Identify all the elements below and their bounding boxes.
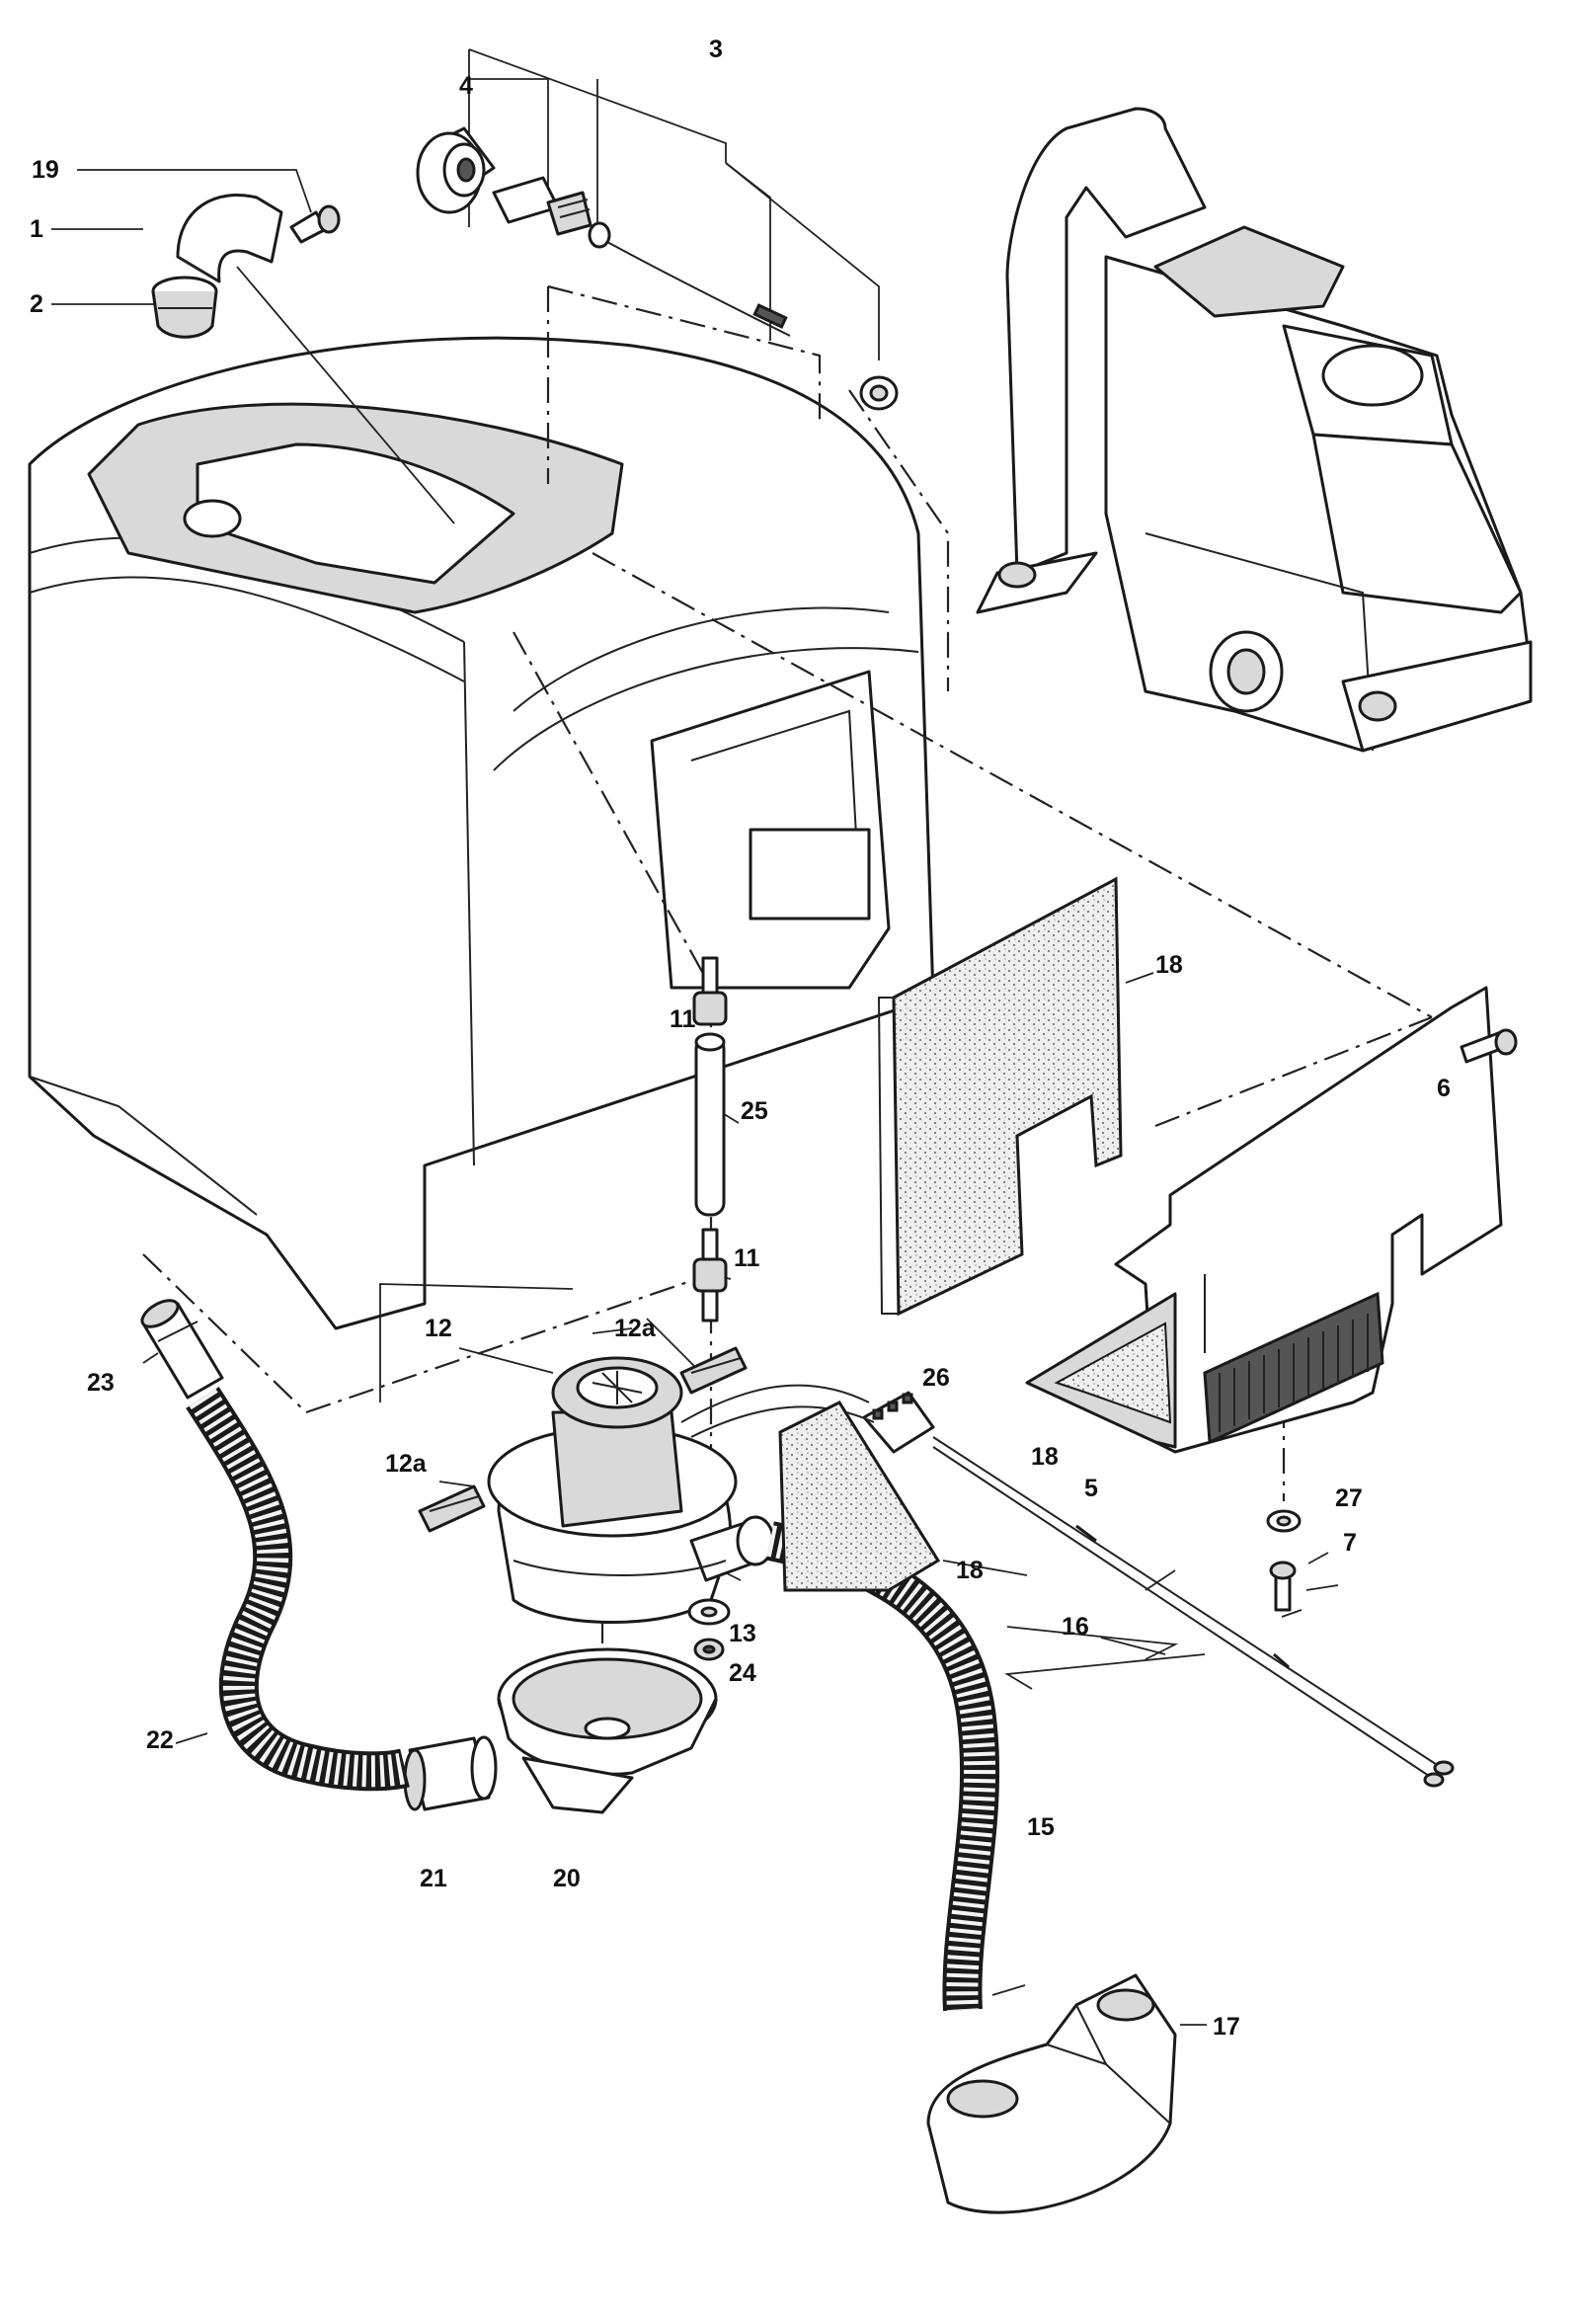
part-12a-top-brush	[679, 1346, 748, 1395]
label-18-low: 18	[956, 1557, 984, 1584]
part-17-housing	[926, 1973, 1177, 2214]
part-13-washer	[687, 1598, 731, 1626]
motor-wires	[680, 1384, 875, 1438]
label-11-upper: 11	[670, 1005, 696, 1033]
part-18-small-filter	[778, 1401, 941, 1592]
part-25-spacer	[694, 1032, 726, 1217]
part-21-cuff	[403, 1735, 498, 1811]
label-7: 7	[1343, 1529, 1357, 1557]
label-5: 5	[1084, 1475, 1098, 1502]
label-20: 20	[553, 1865, 581, 1892]
label-23: 23	[87, 1369, 115, 1397]
machine-housing	[28, 336, 935, 1330]
label-16: 16	[1062, 1613, 1089, 1641]
label-27: 27	[1335, 1484, 1363, 1512]
cover-vents	[1203, 1291, 1384, 1445]
label-15: 15	[1027, 1813, 1055, 1841]
part-20-motor-base	[497, 1647, 718, 1814]
label-24: 24	[729, 1659, 756, 1687]
label-21: 21	[420, 1865, 447, 1892]
part-16-cable	[932, 1436, 1455, 1788]
part-12-vacuum-motor	[487, 1356, 775, 1624]
callout-labels: 3 4 19 1 2 18 6 11 25 11 12 12a 26 23 12…	[30, 36, 1451, 2041]
label-12a-left: 12a	[385, 1450, 428, 1478]
label-2: 2	[30, 290, 43, 318]
part-15-hose	[766, 1521, 1000, 2012]
label-11-lower: 11	[734, 1244, 760, 1272]
part-1-elbow	[176, 194, 455, 524]
label-12a-top: 12a	[614, 1315, 657, 1342]
label-1: 1	[30, 215, 43, 243]
part-2-ring	[151, 276, 218, 339]
part-23-cuff	[140, 1299, 224, 1400]
label-3: 3	[709, 36, 723, 63]
leader-lines	[51, 48, 1472, 2026]
part-3-valve-assembly	[492, 176, 899, 411]
label-19: 19	[32, 156, 59, 184]
label-18-mid: 18	[1031, 1443, 1059, 1471]
part-24-nut	[693, 1638, 725, 1661]
inset-machine-view	[976, 107, 1533, 753]
label-18-top: 18	[1155, 951, 1183, 979]
part-19-screw	[289, 204, 341, 244]
part-11-upper-standoff	[692, 956, 728, 1026]
part-26-terminal-block	[862, 1391, 935, 1454]
part-22-hose	[186, 1387, 410, 1792]
part-4-knob	[416, 126, 496, 214]
part-5-cover	[1025, 986, 1503, 1454]
label-22: 22	[146, 1726, 174, 1754]
part-6-screw	[1460, 1028, 1518, 1064]
label-6: 6	[1437, 1075, 1451, 1102]
label-25: 25	[741, 1097, 768, 1125]
part-11-lower-standoff	[692, 1228, 728, 1322]
part-18-large-filter	[877, 876, 1123, 1317]
label-26: 26	[922, 1364, 950, 1392]
part-12a-left-brush	[418, 1484, 486, 1533]
label-12: 12	[425, 1315, 452, 1342]
part-27-washer	[1266, 1509, 1302, 1533]
label-17: 17	[1213, 2013, 1240, 2041]
label-4: 4	[459, 72, 473, 100]
part-7-screw	[1269, 1561, 1297, 1612]
label-13: 13	[729, 1620, 756, 1647]
